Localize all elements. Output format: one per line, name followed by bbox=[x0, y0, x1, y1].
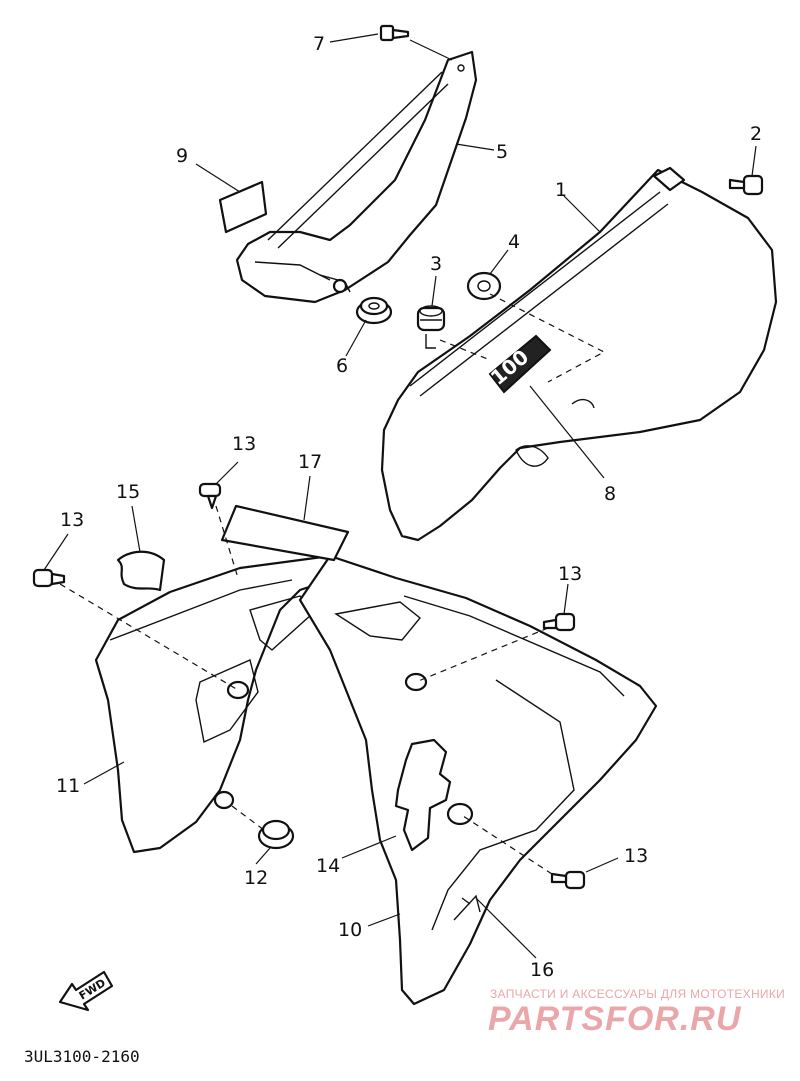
callout-13-left: 13 bbox=[60, 509, 84, 531]
screw-13-right-lower bbox=[550, 870, 586, 890]
seal-15 bbox=[116, 550, 166, 592]
damper-12 bbox=[257, 819, 295, 850]
callout-15: 15 bbox=[116, 481, 140, 503]
watermark-brand: PARTSFOR.RU bbox=[488, 1000, 742, 1038]
callout-11: 11 bbox=[56, 775, 80, 797]
callout-13-right-lower: 13 bbox=[624, 845, 648, 867]
sheet-17 bbox=[220, 504, 350, 562]
callout-5: 5 bbox=[496, 141, 508, 163]
callout-2: 2 bbox=[750, 123, 762, 145]
grommet-3 bbox=[416, 305, 446, 349]
screw-13-right-upper bbox=[542, 612, 576, 632]
callout-8: 8 bbox=[604, 483, 616, 505]
fwd-arrow-icon: FWD bbox=[58, 970, 114, 1012]
screw-13-left bbox=[32, 568, 66, 588]
callout-16: 16 bbox=[530, 959, 554, 981]
screw-2 bbox=[728, 174, 764, 196]
callout-10: 10 bbox=[338, 919, 362, 941]
callout-4: 4 bbox=[508, 231, 520, 253]
side-cover-lower-right bbox=[298, 554, 658, 1006]
side-cover-upper-left bbox=[235, 50, 478, 304]
grommet-6 bbox=[355, 296, 393, 325]
callout-labels: 7 5 9 1 2 3 4 6 8 13 17 15 13 13 11 12 1… bbox=[56, 33, 762, 981]
screw-13-top bbox=[198, 482, 222, 510]
grommet-4 bbox=[466, 271, 502, 301]
clip-16 bbox=[461, 897, 471, 905]
decal-14 bbox=[394, 738, 452, 852]
callout-13-top: 13 bbox=[232, 433, 256, 455]
callout-17: 17 bbox=[298, 451, 322, 473]
decal-9 bbox=[218, 180, 268, 234]
callout-12: 12 bbox=[244, 867, 268, 889]
callout-7: 7 bbox=[313, 33, 325, 55]
callout-14: 14 bbox=[316, 855, 340, 877]
diagram-code: 3UL3100-2160 bbox=[24, 1047, 140, 1066]
callout-6: 6 bbox=[336, 355, 348, 377]
callout-1: 1 bbox=[555, 179, 567, 201]
callout-13-right-upper: 13 bbox=[558, 563, 582, 585]
watermark-tagline: ЗАПЧАСТИ И АКСЕССУАРЫ ДЛЯ МОТОТЕХНИКИ bbox=[490, 987, 785, 1001]
callout-3: 3 bbox=[430, 253, 442, 275]
screw-7 bbox=[379, 24, 410, 42]
leader-lines bbox=[43, 33, 757, 959]
callout-9: 9 bbox=[176, 145, 188, 167]
side-cover-right bbox=[380, 166, 778, 542]
